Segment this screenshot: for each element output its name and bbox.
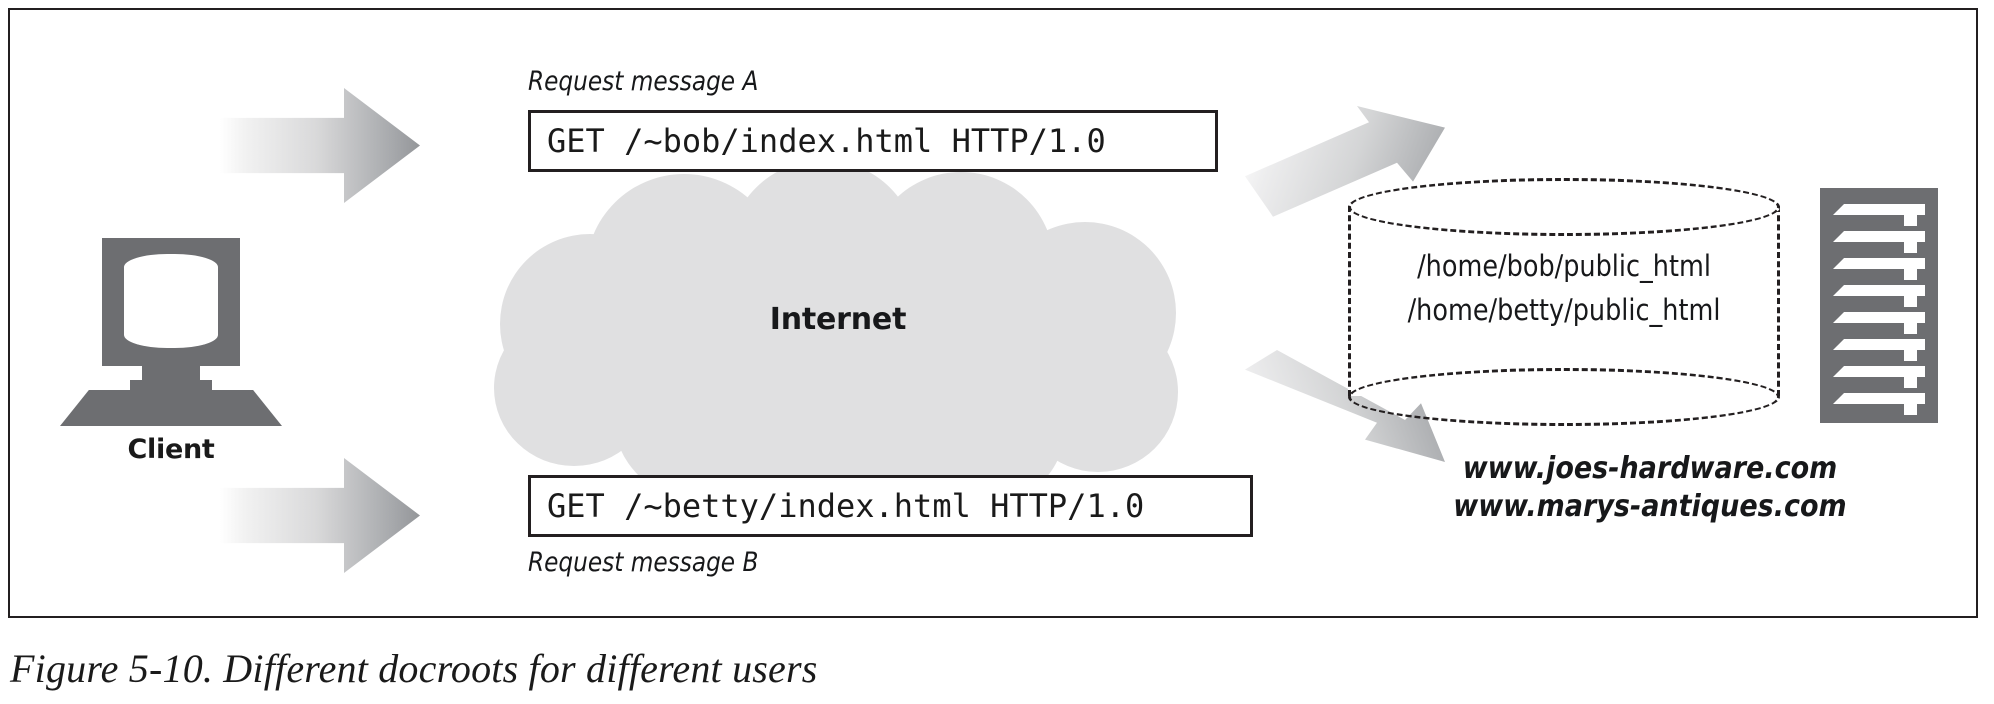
monitor-screen — [124, 254, 218, 348]
server-rack-icon — [1820, 188, 1938, 423]
cylinder-body — [1348, 206, 1780, 396]
docroot-path-betty: /home/betty/public_html — [1407, 293, 1721, 328]
request-message-a-box: GET /~bob/index.html HTTP/1.0 — [528, 110, 1218, 172]
server-slot — [1833, 285, 1925, 296]
domain-joes-hardware: www.joes-hardware.com — [1462, 451, 1838, 486]
cylinder-bottom-ellipse — [1348, 368, 1780, 426]
server-slot — [1833, 366, 1925, 377]
server-slot — [1833, 312, 1925, 323]
virtual-host-domain-list: www.joes-hardware.com www.marys-antiques… — [1415, 450, 1885, 526]
server-slot — [1833, 258, 1925, 269]
docroot-path-list: /home/bob/public_html /home/betty/public… — [1348, 244, 1780, 332]
domain-marys-antiques: www.marys-antiques.com — [1453, 488, 1847, 524]
docroot-path-bob: /home/bob/public_html — [1417, 249, 1711, 283]
docroot-cylinder: /home/bob/public_html /home/betty/public… — [1348, 178, 1780, 426]
server-slot-tab — [1904, 312, 1917, 334]
arrow-client-to-request-a — [220, 88, 420, 203]
request-message-b-box: GET /~betty/index.html HTTP/1.0 — [528, 475, 1253, 537]
internet-label: Internet — [769, 302, 907, 337]
cloud-body — [548, 280, 1118, 440]
client-label: Client — [127, 434, 215, 465]
server-slot-tab — [1904, 366, 1917, 388]
server-slot-tab — [1904, 285, 1917, 307]
server-slot-tab — [1904, 393, 1917, 415]
request-message-b-caption: Request message B — [528, 547, 759, 578]
request-message-a-caption: Request message A — [528, 66, 759, 97]
server-slot-tab — [1904, 231, 1917, 253]
server-slot-tab — [1904, 339, 1917, 361]
request-message-b-text: GET /~betty/index.html HTTP/1.0 — [547, 487, 1145, 525]
server-slot — [1833, 231, 1925, 242]
server-slot — [1833, 204, 1925, 215]
monitor-base — [60, 390, 282, 426]
server-slot-tab — [1904, 204, 1917, 226]
server-slot-tab — [1904, 258, 1917, 280]
server-slot — [1833, 339, 1925, 350]
cylinder-top-ellipse — [1348, 178, 1780, 236]
figure-border: Client Internet Request message A GET /~… — [8, 8, 1978, 618]
client-group: Client — [50, 228, 282, 503]
request-message-a-text: GET /~bob/index.html HTTP/1.0 — [547, 122, 1106, 160]
internet-cloud: Internet — [478, 160, 1198, 510]
figure-caption: Figure 5-10. Different docroots for diff… — [10, 646, 818, 691]
monitor-neck-lower — [130, 380, 212, 392]
server-slot — [1833, 393, 1925, 404]
